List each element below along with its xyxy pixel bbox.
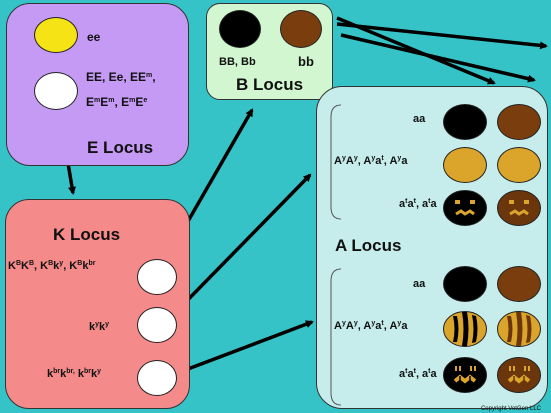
a-g2-aa-black	[443, 266, 487, 302]
a-g2-ay-genotype: AyAy, Ayat, Aya	[334, 320, 408, 332]
e-ee-genotype: ee	[87, 30, 101, 44]
a-g1-aa-black	[443, 104, 487, 140]
k-yy-genotype: kyky	[89, 321, 110, 333]
b-brown-circle	[280, 10, 322, 48]
k-locus-panel: K Locus KBKB, KBky, KBkbr kyky kbrkbr, k…	[5, 199, 190, 409]
k-brindle-genotype: kbrkbr, kbrky	[47, 368, 102, 380]
e-dominant-genotype-line1: EE, Ee, EEm,	[86, 70, 156, 84]
e-locus-title: E Locus	[87, 138, 154, 157]
a-upper-bracket	[330, 104, 342, 220]
k-brindle-circle	[137, 360, 177, 396]
k-dominant-genotype: KBKB, KBky, KBkbr	[8, 260, 96, 272]
a-g2-ay-brindle-brown	[497, 311, 541, 347]
k-yy-circle	[137, 307, 177, 343]
a-locus-panel: aa AyAy, Ayat, Aya atat, ata A Locus aa …	[316, 86, 548, 409]
a-g1-ay-tan-1	[443, 147, 487, 183]
b-locus-title: B Locus	[236, 75, 304, 94]
arrow-b-to-a-2	[336, 22, 548, 50]
arrow-b-to-a-3	[340, 33, 536, 83]
b-recessive-genotype: bb	[298, 54, 314, 69]
a-g1-at-brown-tanpoint	[497, 190, 541, 226]
a-g2-at-brindle-black	[443, 357, 487, 393]
copyright-text: Copyright VetGen LLC	[480, 406, 541, 412]
a-g2-at-genotype: atat, ata	[399, 368, 437, 380]
a-g2-at-brindle-brown	[497, 357, 541, 393]
e-locus-panel: ee EE, Ee, EEm, EmEm, EmEe E Locus	[6, 3, 189, 166]
k-locus-title: K Locus	[53, 225, 121, 244]
b-black-circle	[219, 10, 261, 48]
a-lower-bracket	[330, 268, 342, 406]
k-dominant-circle	[137, 259, 177, 295]
a-g1-at-genotype: atat, ata	[399, 198, 437, 210]
arrow-b-to-a-1	[336, 16, 496, 85]
b-dominant-genotype: BB, Bb	[219, 56, 256, 68]
a-g1-aa-brown	[497, 104, 541, 140]
a-g1-ay-genotype: AyAy, Ayat, Aya	[334, 155, 408, 167]
arrow-k-to-a-upper	[170, 173, 312, 318]
arrow-k-to-a-lower	[179, 320, 314, 374]
b-locus-panel: BB, Bb bb B Locus	[206, 3, 333, 100]
a-g1-aa-genotype: aa	[413, 113, 426, 125]
e-dominant-circle	[34, 72, 78, 110]
a-locus-brackets	[330, 104, 342, 406]
e-ee-circle	[34, 17, 78, 53]
a-g2-aa-genotype: aa	[413, 278, 426, 290]
a-g1-at-black-tanpoint	[443, 190, 487, 226]
a-g2-ay-brindle-black	[443, 311, 487, 347]
e-dominant-genotype-line2: EmEm, EmEe	[86, 95, 148, 109]
a-locus-title: A Locus	[335, 236, 402, 255]
a-g2-aa-brown	[497, 266, 541, 302]
a-g1-ay-tan-2	[497, 147, 541, 183]
